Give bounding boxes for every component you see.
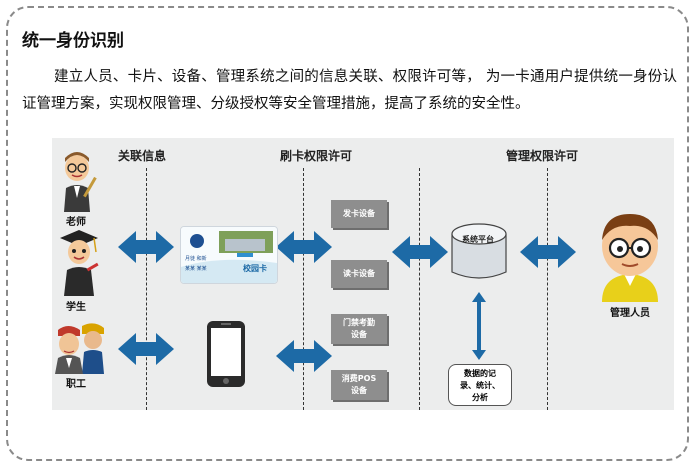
divider-1 [146,168,147,410]
divider-3 [419,168,420,410]
staff-icon [55,323,104,374]
double-arrow-icon [276,340,332,372]
manager-icon [602,214,658,302]
header-management-permission: 管理权限许可 [506,149,579,163]
identity-diagram: 关联信息 刷卡权限许可 管理权限许可 老师 学生 [52,138,674,410]
teacher-icon [64,152,97,212]
device-pos: 消费POS 设备 [331,370,387,400]
phone-icon [207,321,245,387]
double-arrow-icon [520,236,576,268]
double-arrow-icon [118,333,174,365]
device-card-reader: 读卡设备 [331,260,387,288]
label-teacher: 老师 [66,217,86,228]
card-label: 校园卡 [243,264,267,273]
campus-card-icon: 月徒 和新 某某 某某 校园卡 [180,226,278,284]
divider-4 [547,168,548,410]
label-student: 学生 [66,302,86,313]
label-manager: 管理人员 [610,308,650,319]
student-icon [60,230,99,296]
device-card-issue: 发卡设备 [331,200,387,228]
section-paragraph: 建立人员、卡片、设备、管理系统之间的信息关联、权限许可等， 为一卡通用户提供统一… [22,69,677,112]
double-arrow-icon [392,236,448,268]
database-icon [451,223,507,279]
double-arrow-icon [276,231,332,263]
card-id-line: 某某 某某 [185,266,207,272]
header-card-permission: 刷卡权限许可 [280,149,353,163]
device-access-control: 门禁考勤 设备 [331,314,387,344]
double-arrow-icon [118,231,174,263]
header-association: 关联信息 [118,149,167,163]
data-log-box: 数据的记 录、统计、 分析 [448,364,512,406]
label-staff: 职工 [66,379,86,390]
card-name-line: 月徒 和新 [185,256,207,262]
vertical-double-arrow-icon [472,292,486,360]
section-title: 统一身份识别 [22,31,124,51]
system-platform-label: 系统平台 [462,235,494,244]
divider-2 [303,168,304,410]
